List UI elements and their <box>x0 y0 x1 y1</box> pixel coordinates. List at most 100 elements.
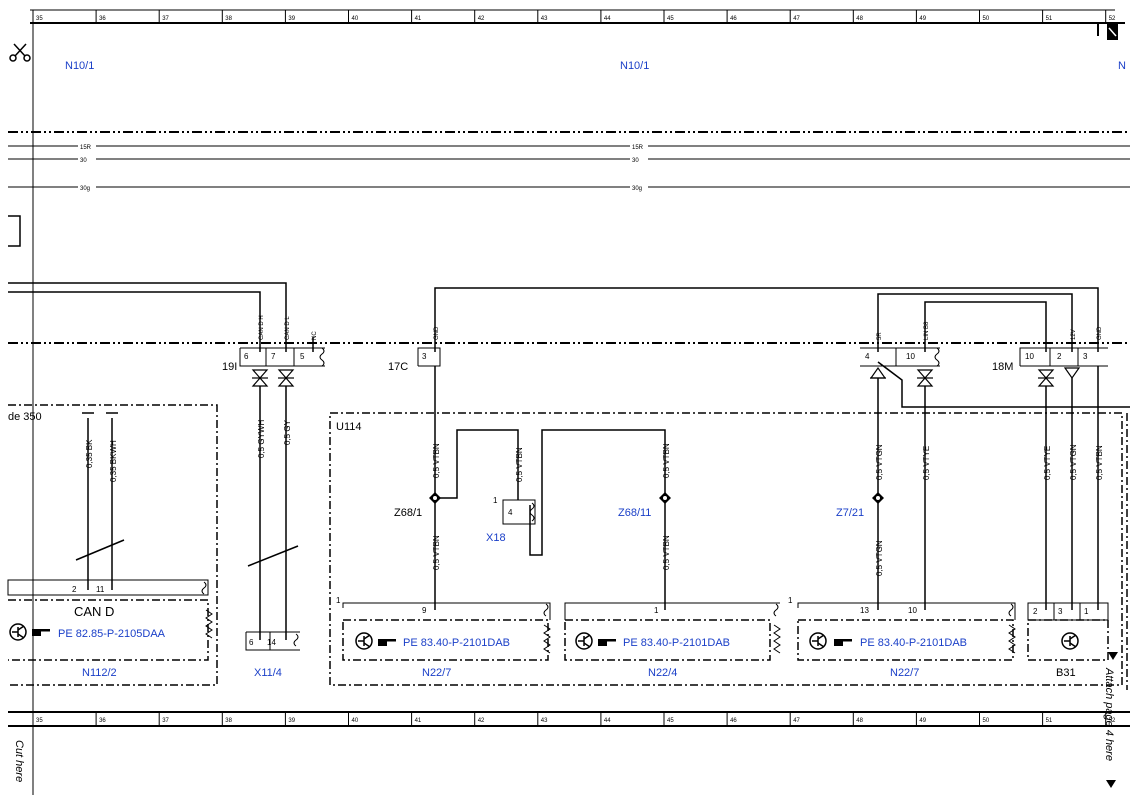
wire-label-vtbn-2: 0,5 VTBN <box>432 535 441 570</box>
top-ruler-column-number: 49 <box>919 16 926 22</box>
top-ruler-column-number: 38 <box>225 16 232 22</box>
attach-page-label: Attach page 4 here <box>1103 667 1115 761</box>
module-label-n10-1-left: N10/1 <box>65 60 94 72</box>
top-ruler-column-number: 52 <box>1109 16 1116 22</box>
pin-n22-7b-10: 10 <box>908 606 917 615</box>
wire-label-vtbn-4: 0,5 VTBN <box>662 443 671 478</box>
connector-label-18m: 18M <box>992 361 1013 373</box>
lower-wiring <box>75 361 1130 640</box>
ecu-icon <box>355 632 373 650</box>
pin-x11-4-14: 14 <box>267 638 276 647</box>
top-ruler-column-number: 46 <box>730 16 737 22</box>
attach-marker-icon <box>1108 652 1118 660</box>
pin-18a-10: 10 <box>906 352 915 361</box>
pointing-hand-icon <box>32 629 50 636</box>
top-ruler-column-number: 44 <box>604 16 611 22</box>
sensor-b31 <box>1027 602 1109 661</box>
top-ruler-column-number: 37 <box>162 16 169 22</box>
attach-marker-icon-bottom <box>1106 780 1116 788</box>
splice-label-z68-11: Z68/11 <box>618 507 651 519</box>
bottom-ruler-column-number: 42 <box>478 718 485 724</box>
top-ruler-column-number: 41 <box>415 16 422 22</box>
pin-x18-4: 4 <box>508 508 513 517</box>
wire-label-vtye-1: 0,5 VTYE <box>922 446 931 480</box>
bottom-ruler-column-number: 49 <box>919 718 926 724</box>
connector-x18 <box>502 499 536 525</box>
pin-17c-3: 3 <box>422 352 427 361</box>
wire-label-gywh: 0,5 GYWH <box>257 420 266 458</box>
pin-b31-2: 2 <box>1033 607 1038 616</box>
reference-link-pe-83-40-b[interactable]: PE 83.40-P-2101DAB <box>623 637 730 649</box>
connector-label-x18: X18 <box>486 532 506 544</box>
pointing-hand-icon <box>378 639 396 646</box>
top-ruler-column-number: 39 <box>288 16 295 22</box>
bottom-ruler-column-number: 35 <box>36 718 43 724</box>
top-ruler-column-number: 50 <box>983 16 990 22</box>
unit-label-n22-7-b: N22/7 <box>890 667 919 679</box>
bus-label-30-center: 30 <box>632 158 639 164</box>
wire-label-vtgn-3: 0,5 VTGN <box>1069 444 1078 480</box>
unit-label-can-d: CAN D <box>74 604 114 619</box>
ecu-n22-4 <box>564 602 781 661</box>
module-label-n-right: N <box>1118 60 1126 72</box>
top-ruler-column-number: 45 <box>667 16 674 22</box>
signal-label-12v: 12V <box>1071 329 1077 340</box>
wire-label-vtbn-3: 0,5 VTBN <box>515 447 524 482</box>
bottom-ruler-column-number: 36 <box>99 718 106 724</box>
signal-label-gnd-2: GND <box>1097 326 1103 340</box>
bottom-ruler-column-number: 47 <box>793 718 800 724</box>
cut-here-label: Cut here <box>13 740 25 782</box>
pin-18a-4: 4 <box>865 352 870 361</box>
bottom-ruler-column-number: 52 <box>1109 718 1116 724</box>
pin-b31-3: 3 <box>1058 607 1063 616</box>
power-bus <box>8 131 1130 191</box>
reference-link-pe-82-85[interactable]: PE 82.85-P-2105DAA <box>58 628 166 640</box>
signal-label-5r: 5R <box>877 332 883 340</box>
bus-label-15r-left: 15R <box>80 145 92 151</box>
pin-n22-7a-9: 9 <box>422 606 427 615</box>
unit-label-u114: U114 <box>336 421 361 433</box>
unit-u114 <box>329 412 1128 690</box>
sensor-icon <box>1061 632 1079 650</box>
connector-symbols <box>251 366 1081 387</box>
upper-harness <box>8 282 1099 352</box>
splice-label-z7-21: Z7/21 <box>836 507 864 519</box>
bottom-ruler-column-number: 43 <box>541 718 548 724</box>
top-ruler-column-number: 40 <box>352 16 359 22</box>
signal-label-can-dh: CAN D H <box>259 315 265 340</box>
pin-n22-7a-1: 1 <box>336 596 341 605</box>
pin-19i-5: 5 <box>300 352 305 361</box>
signal-label-lin-b8: LIN B8 <box>924 321 930 340</box>
module-label-n10-1-center: N10/1 <box>620 60 649 72</box>
bottom-ruler-column-number: 46 <box>730 718 737 724</box>
top-ruler-column-number: 35 <box>36 16 43 22</box>
bottom-ruler-column-number: 37 <box>162 718 169 724</box>
pin-n22-4-1: 1 <box>654 606 659 615</box>
reference-link-pe-83-40-a[interactable]: PE 83.40-P-2101DAB <box>403 637 510 649</box>
connector-18a <box>860 347 940 367</box>
connector-label-17c: 17C <box>388 361 408 373</box>
wire-label-vtbn-5: 0,5 VTBN <box>662 535 671 570</box>
pointing-hand-icon <box>834 639 852 646</box>
bus-label-30g-center: 30g <box>632 186 642 192</box>
unit-label-n22-4: N22/4 <box>648 667 677 679</box>
wire-label-gy: 0,5 GY <box>283 419 292 445</box>
bottom-ruler-column-number: 41 <box>415 718 422 724</box>
page-corner-icon <box>1097 23 1118 40</box>
unit-label-b31: B31 <box>1056 667 1076 679</box>
top-ruler-column-number: 47 <box>793 16 800 22</box>
scissors-icon <box>9 43 31 62</box>
bus-label-15r-center: 15R <box>632 145 644 151</box>
wire-label-bkwh: 0,35 BKWH <box>109 440 118 482</box>
bottom-ruler-column-number: 45 <box>667 718 674 724</box>
pin-x18-1: 1 <box>493 496 498 505</box>
connector-label-19i: 19I <box>222 361 237 373</box>
connector-17c <box>417 347 441 367</box>
ecu-icon <box>809 632 827 650</box>
reference-link-pe-83-40-c[interactable]: PE 83.40-P-2101DAB <box>860 637 967 649</box>
ecu-n22-7-a <box>342 602 551 661</box>
pin-n22-7b-13: 13 <box>860 606 869 615</box>
top-ruler-column-number: 36 <box>99 16 106 22</box>
